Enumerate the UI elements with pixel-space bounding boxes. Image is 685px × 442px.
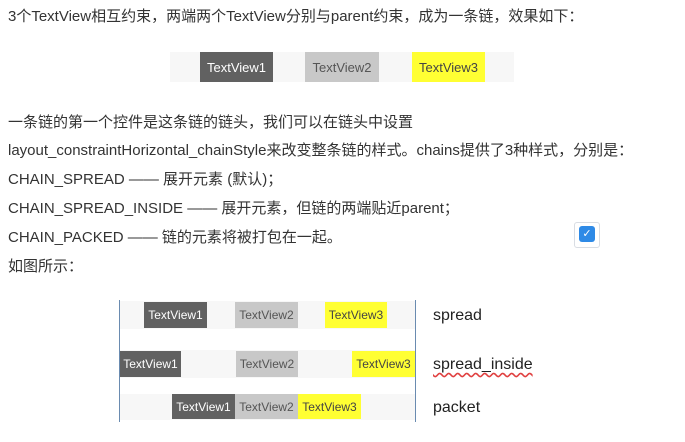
parent-right-edge bbox=[415, 300, 416, 422]
chain-spread-text: CHAIN_SPREAD —— 展开元素 (默认)； bbox=[8, 171, 283, 188]
chain-spread-inside-text: CHAIN_SPREAD_INSIDE —— 展开元素，但链的两端贴近paren… bbox=[8, 200, 459, 217]
spread-textview1: TextView1 bbox=[144, 302, 207, 328]
packed-label: packet bbox=[433, 399, 481, 416]
chain-packed-text: CHAIN_PACKED —— 链的元素将被打包在一起。 bbox=[8, 229, 342, 246]
packed-textview2: TextView2 bbox=[235, 394, 298, 419]
bookmark-button[interactable]: ✓ bbox=[574, 222, 600, 248]
packed-textview3: TextView3 bbox=[298, 394, 361, 419]
desc-line-2: layout_constraintHorizontal_chainStyle来改… bbox=[8, 142, 634, 159]
as-shown-text: 如图所示： bbox=[8, 258, 84, 275]
textview3-box: TextView3 bbox=[412, 52, 485, 82]
parent-left-edge bbox=[119, 300, 120, 422]
spread-inside-textview1: TextView1 bbox=[120, 351, 181, 377]
spread-inside-textview2: TextView2 bbox=[236, 351, 298, 377]
packed-textview1: TextView1 bbox=[172, 394, 235, 419]
textview1-box: TextView1 bbox=[200, 52, 273, 82]
textview2-box: TextView2 bbox=[305, 52, 379, 82]
spread-inside-label: spread_inside bbox=[433, 356, 533, 373]
spread-textview2: TextView2 bbox=[235, 302, 298, 328]
spread-textview3: TextView3 bbox=[325, 302, 387, 328]
desc-line-1: 一条链的第一个控件是这条链的链头，我们可以在链头中设置 bbox=[8, 114, 414, 131]
bookmark-icon: ✓ bbox=[579, 226, 595, 242]
spread-label: spread bbox=[433, 307, 482, 324]
intro-text: 3个TextView相互约束，两端两个TextView分别与parent约束，成… bbox=[8, 8, 584, 25]
spread-inside-textview3: TextView3 bbox=[352, 351, 415, 377]
